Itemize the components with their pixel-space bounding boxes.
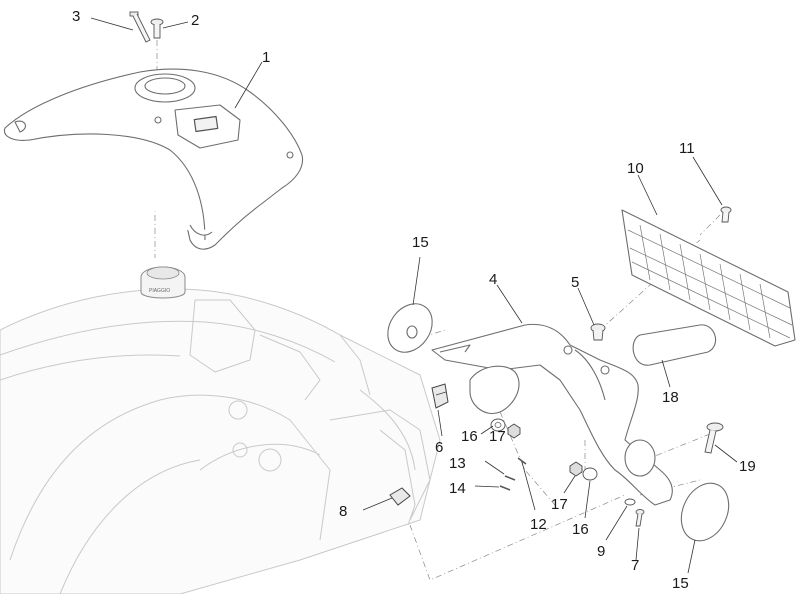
callout-15-upper: 15: [412, 234, 429, 251]
callout-11: 11: [679, 140, 695, 157]
callout-5: 5: [571, 274, 579, 291]
plate-grid-part-10: [621, 209, 796, 347]
rear-cover-part-1: [3, 68, 304, 250]
washer-part-16-left: [490, 418, 506, 432]
plate-holder-part-4: [431, 323, 673, 506]
fuel-cap: PIAGGIO: [140, 266, 186, 299]
callout-labels: 1 2 3 4 5 6 7 8 9 10 11 12 13 14 15 15 1…: [72, 8, 756, 592]
callout-15-lower: 15: [672, 575, 689, 592]
callout-8: 8: [339, 503, 347, 520]
callout-17-left: 17: [489, 428, 506, 445]
callout-19: 19: [739, 458, 756, 475]
clip-part-8: [389, 487, 411, 506]
leader-lines: [90, 17, 738, 574]
callout-6: 6: [435, 439, 443, 456]
screw-part-11: [720, 206, 732, 223]
screw-part-3: [129, 11, 151, 43]
reflector-part-18: [632, 324, 717, 366]
bolt-part-19: [704, 422, 724, 454]
pin-part-13: [504, 475, 516, 481]
screw-part-7: [635, 509, 645, 527]
bolt-part-5: [590, 323, 606, 341]
spring-part-12: [517, 457, 527, 465]
callout-13: 13: [449, 455, 466, 472]
nut-part-17-right: [569, 461, 583, 477]
callout-7: 7: [631, 557, 639, 574]
round-cap-part-15-lower: [680, 482, 730, 542]
callout-14: 14: [449, 480, 466, 497]
clip-part-6: [431, 383, 449, 409]
cap-brand-text: PIAGGIO: [149, 288, 170, 294]
nut-part-17-left: [507, 423, 521, 439]
callout-9: 9: [597, 543, 605, 560]
callout-3: 3: [72, 8, 80, 25]
callout-4: 4: [489, 271, 497, 288]
callout-17-right: 17: [551, 496, 568, 513]
washer-part-16-right: [582, 467, 598, 481]
round-cap-part-15-upper: [387, 303, 433, 353]
callout-1: 1: [262, 49, 270, 66]
callout-10: 10: [627, 160, 644, 177]
callout-12: 12: [530, 516, 547, 533]
scooter-frame: [0, 288, 441, 594]
callout-18: 18: [662, 389, 679, 406]
callout-16-left: 16: [461, 428, 478, 445]
callout-2: 2: [191, 12, 199, 29]
pin-part-14: [499, 485, 511, 491]
washer-part-9: [624, 498, 636, 506]
callout-16-right: 16: [572, 521, 589, 538]
screw-part-2: [150, 18, 164, 39]
